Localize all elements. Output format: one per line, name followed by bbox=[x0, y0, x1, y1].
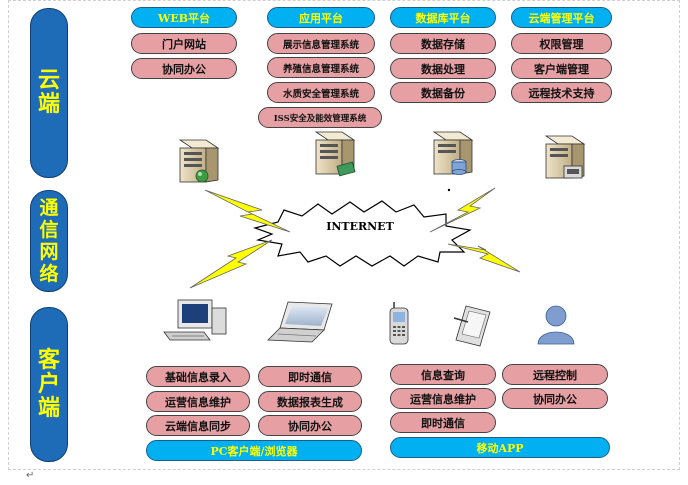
cloud-band: 云 端 bbox=[30, 8, 68, 178]
app-item: 水质安全管理系统 bbox=[267, 82, 375, 103]
mobile-item: 远程控制 bbox=[502, 364, 608, 385]
pc-item: 基础信息录入 bbox=[146, 366, 250, 387]
internet-cloud-shape bbox=[252, 200, 472, 267]
server-icon bbox=[544, 135, 586, 179]
user-icon bbox=[537, 305, 575, 345]
web-item: 门户网站 bbox=[131, 33, 237, 54]
app-item: 养殖信息管理系统 bbox=[267, 57, 375, 78]
web-item: 协同办公 bbox=[131, 58, 237, 79]
db-item: 数据处理 bbox=[390, 58, 496, 79]
pc-item: 数据报表生成 bbox=[258, 391, 362, 412]
server-icon bbox=[314, 131, 356, 177]
network-band-char: 信 bbox=[39, 219, 59, 241]
internet-label: INTERNET bbox=[326, 220, 394, 233]
database-server-icon bbox=[432, 131, 474, 175]
db-item: 数据存储 bbox=[390, 33, 496, 54]
network-band-char: 通 bbox=[39, 197, 59, 219]
cloud-band-char: 云 bbox=[37, 68, 60, 93]
client-band: 客 户 端 bbox=[30, 307, 68, 462]
web-platform-label: WEB平台 bbox=[131, 7, 237, 28]
network-band-char: 络 bbox=[39, 263, 59, 285]
pc-item: 协同办公 bbox=[258, 415, 362, 436]
server-icon bbox=[178, 139, 220, 183]
pc-item: 云端信息同步 bbox=[146, 415, 250, 436]
mobile-item: 信息查询 bbox=[390, 364, 496, 385]
diagram-frame bbox=[8, 0, 680, 470]
mobile-item: 协同办公 bbox=[502, 388, 608, 409]
pda-icon bbox=[453, 305, 491, 347]
laptop-icon bbox=[267, 301, 333, 343]
db-platform-label: 数据库平台 bbox=[390, 7, 496, 28]
mgmt-item: 客户端管理 bbox=[511, 58, 612, 79]
desktop-pc-icon bbox=[163, 299, 227, 341]
network-band-char: 网 bbox=[39, 241, 59, 263]
lightning-icon bbox=[189, 187, 521, 289]
mobile-item: 运营信息维护 bbox=[390, 388, 496, 409]
pc-item: 运营信息维护 bbox=[146, 391, 250, 412]
pc-platform-label: PC客户端/浏览器 bbox=[146, 440, 362, 461]
pc-item: 即时通信 bbox=[258, 366, 362, 387]
dot-marker bbox=[447, 188, 451, 192]
network-band: 通 信 网 络 bbox=[30, 190, 68, 292]
mobile-phone-icon bbox=[389, 302, 409, 345]
cloud-band-char: 端 bbox=[37, 92, 60, 117]
mobile-platform-label: 移动APP bbox=[390, 437, 610, 458]
mgmt-item: 远程技术支持 bbox=[511, 82, 612, 103]
client-band-char: 端 bbox=[37, 395, 60, 421]
client-band-char: 户 bbox=[37, 371, 60, 397]
db-item: 数据备份 bbox=[390, 82, 496, 103]
cloud-mgmt-platform-label: 云端管理平台 bbox=[511, 7, 612, 28]
mgmt-item: 权限管理 bbox=[511, 33, 612, 54]
app-item: ISS安全及能效管理系统 bbox=[258, 107, 382, 128]
app-platform-label: 应用平台 bbox=[267, 7, 375, 28]
mobile-item: 即时通信 bbox=[390, 412, 496, 433]
client-band-char: 客 bbox=[37, 347, 60, 373]
paragraph-mark: ↵ bbox=[26, 470, 35, 481]
app-item: 展示信息管理系统 bbox=[267, 33, 375, 54]
